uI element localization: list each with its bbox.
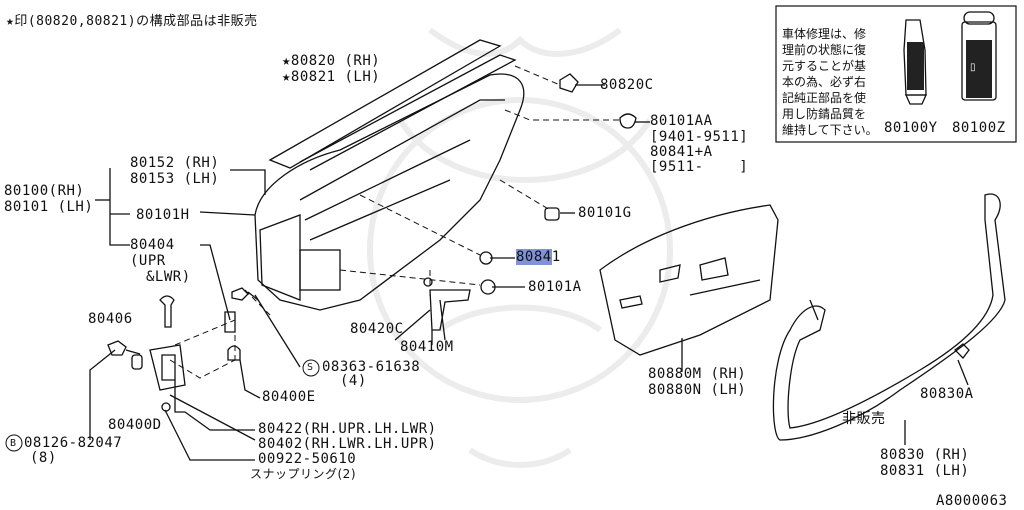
pin-80406 — [159, 295, 175, 328]
label-80152-rh[interactable]: 80152 (RH) — [130, 155, 220, 171]
s-mark-circle — [302, 359, 320, 377]
clip-80820c — [559, 73, 579, 93]
hinge-assembly — [149, 344, 186, 391]
hinge-80400d — [131, 354, 143, 370]
repair-note-line: 維持して下さい。 — [782, 123, 878, 137]
label-80101g[interactable]: 80101G — [578, 205, 632, 221]
label-80422[interactable]: 80422(RH.UPR.LH.LWR) — [258, 421, 437, 437]
label-80101-lh[interactable]: 80101 (LH) — [4, 199, 94, 215]
label-80821-lh[interactable]: ★80821 (LH) — [282, 69, 381, 85]
label-80400e[interactable]: 80400E — [262, 389, 316, 405]
label-80101aa[interactable]: 80101AA — [650, 113, 713, 129]
washer-00922 — [161, 402, 171, 412]
header-note: ★印(80820,80821)の構成部品は非販売 — [6, 14, 258, 29]
door-shell — [254, 73, 525, 311]
label-08126-qty: (8) — [30, 450, 57, 466]
label-80404-sub2: &LWR) — [146, 269, 191, 285]
bracket-80404 — [224, 311, 236, 333]
repair-note-line: 理前の状態に復 — [782, 43, 867, 57]
check-link-80410m — [423, 277, 471, 331]
label-80404[interactable]: 80404 — [130, 237, 175, 253]
label-80420c[interactable]: 80420C — [350, 321, 404, 337]
label-80404-sub1: (UPR — [130, 253, 166, 269]
can-marking: ▯ — [970, 62, 976, 73]
label-80841a-range: [9511- ] — [650, 159, 749, 175]
label-80406[interactable]: 80406 — [88, 311, 133, 327]
plug-80101g — [544, 207, 560, 221]
weatherstrip-inner — [299, 54, 517, 171]
label-80100-rh[interactable]: 80100(RH) — [4, 183, 85, 199]
repair-note-line: 本の為、必ず右 — [782, 75, 867, 89]
plug-80841 — [479, 251, 493, 265]
label-80101aa-range: [9401-9511] — [650, 129, 749, 145]
repair-info-box — [775, 5, 1017, 143]
label-80820-rh[interactable]: ★80820 (RH) — [282, 53, 381, 69]
repair-note-line: 車体修理は、修 — [782, 27, 867, 41]
b-mark-letter: B — [10, 438, 17, 449]
bolt-08363 — [231, 287, 259, 301]
label-08126-82047[interactable]: 08126-82047 — [24, 435, 123, 451]
grommet-80400e — [227, 345, 241, 361]
label-80402[interactable]: 80402(RH.LWR.LH.UPR) — [258, 436, 437, 452]
label-80153-lh[interactable]: 80153 (LH) — [130, 171, 220, 187]
b-mark-circle — [5, 434, 23, 452]
label-80820c[interactable]: 80820C — [600, 77, 654, 93]
plug-80101a — [480, 279, 496, 295]
label-00922-50610[interactable]: 00922-50610 — [258, 451, 357, 467]
clip-80101aa — [619, 113, 637, 129]
s-mark-letter: S — [307, 362, 314, 373]
label-nonsale: 非販売 — [842, 411, 886, 427]
bolt-08126 — [107, 340, 141, 356]
label-08363-61638[interactable]: 08363-61638 — [322, 359, 421, 375]
label-00922-sub: スナップリング(2) — [250, 467, 356, 481]
label-80841a[interactable]: 80841+A — [650, 144, 713, 160]
repair-note-line: 元することが基 — [782, 59, 867, 73]
label-80830a[interactable]: 80830A — [920, 386, 974, 402]
label-80101h[interactable]: 80101H — [136, 207, 190, 223]
repair-note-text: 車体修理は、修理前の状態に復元することが基本の為、必ず右記純正部品を使用し防錆品… — [782, 10, 878, 154]
label-80100z[interactable]: 80100Z — [952, 120, 1006, 136]
figure-code: A8000063 — [936, 493, 1008, 509]
watermark-emblem — [367, 27, 673, 468]
label-80841-highlighted[interactable]: 80841 — [516, 249, 561, 265]
label-80100y[interactable]: 80100Y — [884, 120, 938, 136]
label-80410m[interactable]: 80410M — [400, 339, 454, 355]
weatherstrip-outer — [268, 39, 502, 169]
label-80831-lh[interactable]: 80831 (LH) — [880, 463, 970, 479]
label-80830-rh[interactable]: 80830 (RH) — [880, 447, 970, 463]
label-80880m-rh[interactable]: 80880M (RH) — [648, 366, 747, 382]
highlight-80841: 8084 — [516, 249, 552, 265]
label-80880n-lh[interactable]: 80880N (LH) — [648, 382, 747, 398]
door-seal — [772, 193, 1006, 441]
label-80101a[interactable]: 80101A — [528, 279, 582, 295]
label-80400d[interactable]: 80400D — [108, 417, 162, 433]
label-08363-qty: (4) — [340, 373, 367, 389]
repair-note-line: 用し防錆品質を — [782, 107, 867, 121]
door-trim-panel — [599, 204, 779, 356]
repair-note-line: 記純正部品を使 — [782, 91, 867, 105]
